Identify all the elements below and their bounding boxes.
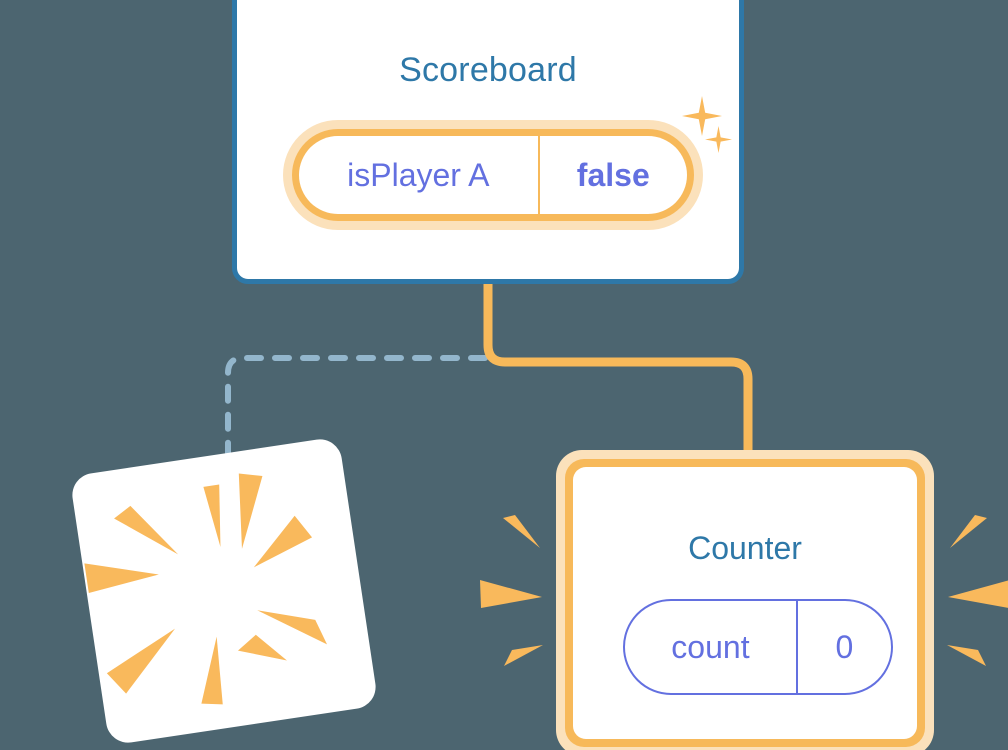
scoreboard-pill-ring: isPlayer A false xyxy=(292,129,694,221)
counter-card-face: Counter count 0 xyxy=(573,467,917,739)
counter-pill-key: count xyxy=(625,601,798,693)
burst-ray xyxy=(106,628,176,694)
burst-card[interactable] xyxy=(69,436,379,746)
counter-ray xyxy=(950,515,987,548)
counter-state-pill[interactable]: count 0 xyxy=(623,599,893,695)
counter-ray xyxy=(503,515,540,548)
active-connector-path xyxy=(483,283,753,470)
scoreboard-pill-key: isPlayer A xyxy=(299,136,540,214)
burst-ray xyxy=(238,473,263,549)
counter-pill-value: 0 xyxy=(835,628,854,665)
scoreboard-pill-face: isPlayer A false xyxy=(299,136,687,214)
scoreboard-state-pill[interactable]: isPlayer A false xyxy=(283,120,703,230)
burst-ray xyxy=(201,636,223,705)
burst-ray xyxy=(84,563,159,594)
counter-title: Counter xyxy=(688,530,802,566)
counter-ray xyxy=(948,580,1008,608)
scoreboard-title: Scoreboard xyxy=(399,51,577,89)
scoreboard-card[interactable]: Scoreboard isPlayer A false xyxy=(232,0,744,284)
counter-card-ring: Counter count 0 xyxy=(565,459,925,747)
counter-rays-right xyxy=(947,515,1008,666)
burst-ray xyxy=(114,505,179,555)
burst-ray xyxy=(237,634,287,661)
counter-ray xyxy=(947,645,986,666)
counter-ray xyxy=(504,645,543,666)
counter-ray xyxy=(480,580,542,608)
counter-rays-left xyxy=(480,515,543,666)
scoreboard-pill-value: false xyxy=(576,156,650,193)
burst-ray xyxy=(253,515,313,568)
burst-card-rays xyxy=(84,473,328,705)
burst-ray xyxy=(203,484,221,548)
counter-card[interactable]: Counter count 0 xyxy=(556,450,934,750)
